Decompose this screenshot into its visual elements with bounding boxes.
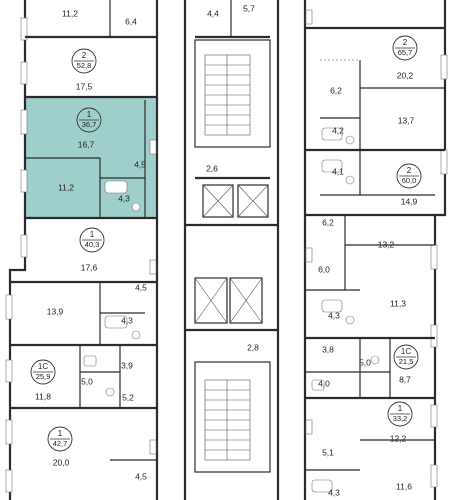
apartment-area: 33,2 (393, 414, 408, 423)
apartment-area: 65,7 (398, 48, 413, 57)
apartment-rooms: 2 (407, 166, 412, 175)
apartment-badge[interactable]: 2 65,7 (392, 35, 418, 61)
apartment-rooms: 1 (90, 230, 95, 239)
room-area[interactable]: 11,2 (62, 8, 78, 18)
room-area[interactable]: 4,3 (328, 310, 340, 320)
apartment-badge[interactable]: 1 40,3 (79, 227, 105, 253)
room-area[interactable]: 12,2 (390, 433, 407, 443)
room-area[interactable]: 11,6 (396, 481, 412, 491)
apartment-area: 52,8 (77, 61, 92, 70)
left-block (5, 0, 159, 500)
apartment-rooms: 1 (398, 404, 403, 413)
room-area[interactable]: 4,3 (328, 487, 340, 497)
apartment-area: 40,3 (85, 240, 100, 249)
room-area[interactable]: 13,7 (398, 115, 415, 125)
apartment-badge[interactable]: 1 33,2 (387, 401, 413, 427)
room-area[interactable]: 14,9 (401, 196, 418, 206)
apartment-rooms: 2 (82, 51, 87, 60)
apartment-area: 36,7 (82, 120, 97, 129)
room-area[interactable]: 20,2 (397, 70, 414, 80)
apartment-badge[interactable]: 2 52,8 (71, 48, 97, 74)
right-block (303, 0, 448, 500)
apartment-area: 60,0 (402, 176, 417, 185)
room-area[interactable]: 13,2 (378, 239, 395, 249)
room-area[interactable]: 11,3 (390, 298, 406, 308)
room-area[interactable]: 4,4 (207, 8, 219, 18)
room-area[interactable]: 3,9 (121, 360, 133, 370)
room-area[interactable]: 2,8 (247, 342, 259, 352)
room-area[interactable]: 17,6 (81, 262, 98, 272)
room-area[interactable]: 4,2 (332, 125, 344, 135)
room-area[interactable]: 17,5 (76, 81, 93, 91)
apartment-rooms: 1 (58, 429, 63, 438)
room-area[interactable]: 13,9 (47, 306, 64, 316)
room-area[interactable]: 4,5 (134, 159, 146, 169)
room-area[interactable]: 20,0 (53, 457, 70, 467)
room-area[interactable]: 4,0 (318, 378, 330, 388)
room-area[interactable]: 3,8 (322, 344, 334, 354)
apartment-rooms: 2 (403, 38, 408, 47)
room-area[interactable]: 6,2 (330, 85, 342, 95)
apartment-badge[interactable]: 1С 21,5 (393, 344, 419, 370)
room-area[interactable]: 4,3 (121, 315, 133, 325)
room-area[interactable]: 2,6 (206, 163, 218, 173)
apartment-area: 21,5 (399, 357, 414, 366)
apartment-badge[interactable]: 2 60,0 (396, 163, 422, 189)
room-area[interactable]: 5,0 (81, 376, 93, 386)
apartment-area: 25,9 (36, 372, 51, 381)
apartment-badge[interactable]: 1С 25,9 (30, 359, 56, 385)
room-area[interactable]: 8,7 (399, 374, 411, 384)
room-area[interactable]: 6,0 (318, 264, 330, 274)
room-area[interactable]: 6,4 (125, 16, 137, 26)
apartment-badge[interactable]: 1 42,7 (47, 426, 73, 452)
room-area[interactable]: 4,5 (135, 282, 147, 292)
apartment-badges: 2 52,8 1 36,7 1 40,3 1С 25,9 1 42,7 (30, 35, 422, 452)
room-area[interactable]: 6,2 (322, 217, 334, 227)
room-area[interactable]: 5,7 (243, 3, 255, 13)
room-area[interactable]: 11,2 (58, 182, 74, 192)
room-area[interactable]: 16,7 (78, 139, 95, 149)
apartment-badge[interactable]: 1 36,7 (76, 107, 102, 133)
room-area[interactable]: 4,3 (118, 193, 130, 203)
room-area[interactable]: 11,8 (35, 391, 51, 401)
room-area[interactable]: 4,1 (332, 166, 344, 176)
room-area[interactable]: 4,5 (135, 471, 147, 481)
central-core (183, 0, 280, 500)
room-area[interactable]: 5,2 (122, 392, 134, 402)
room-area[interactable]: 5,1 (322, 447, 334, 457)
apartment-rooms: 1 (87, 110, 92, 119)
room-area[interactable]: 5,0 (359, 357, 371, 367)
apartment-rooms: 1С (401, 347, 411, 356)
apartment-rooms: 1С (38, 362, 48, 371)
room-area-labels: 11,2 6,4 17,5 16,7 4,5 11,2 4,3 17,6 4,5… (35, 3, 418, 497)
apartment-area: 42,7 (53, 439, 68, 448)
